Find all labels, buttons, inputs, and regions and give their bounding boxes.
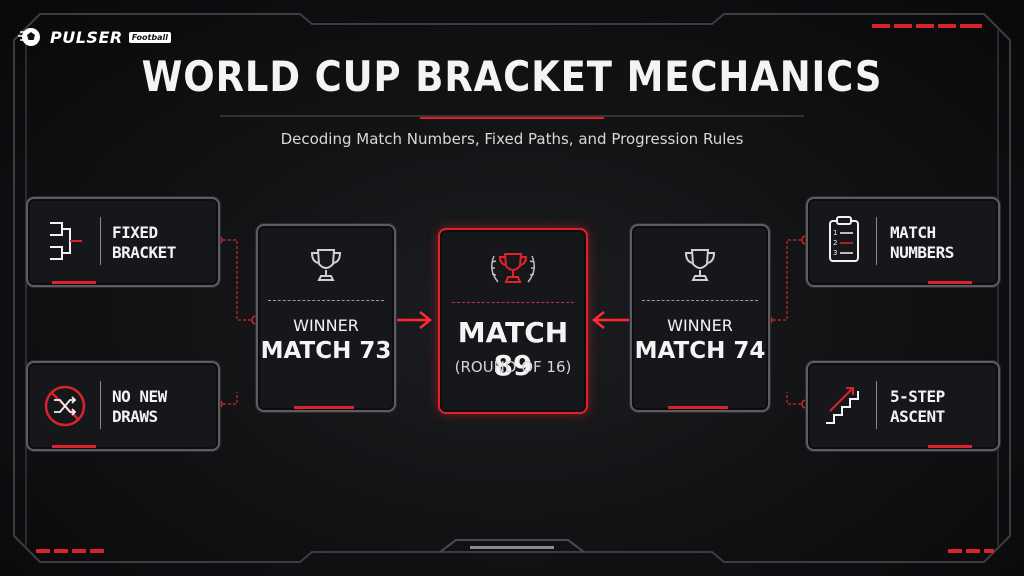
trophy-icon [684,249,716,281]
card-accent [52,281,96,284]
card-winner-match-73: WINNER MATCH 73 [256,224,396,412]
page-subtitle: Decoding Match Numbers, Fixed Paths, and… [280,130,744,148]
bracket-icon [50,222,82,260]
svg-text:1: 1 [833,229,837,237]
card-accent [928,445,972,448]
winner-label: WINNER [667,316,733,335]
svg-text:3: 3 [833,249,837,257]
no-shuffle-icon [44,385,86,427]
trophy-laurel-icon [491,253,535,283]
trophy-icon [310,249,342,281]
card-divider [876,381,877,429]
brand-name: PULSER [50,27,123,47]
card-divider [876,217,877,265]
winner-label: WINNER [293,316,359,335]
stairs-up-icon [826,387,859,424]
divider-dotted [642,300,758,301]
page-title: WORLD CUP BRACKET MECHANICS [141,52,883,101]
center-round: (ROUND OF 16) [454,358,572,376]
divider-dotted [268,300,384,301]
card-accent [668,406,728,409]
svg-text:2: 2 [833,239,837,247]
card-divider [100,217,101,265]
brand-logo: PULSER Football [18,25,171,49]
winner-match: MATCH 74 [634,338,766,364]
card-accent [294,406,354,409]
clipboard-list-icon: 1 2 3 [829,216,859,262]
card-accent [52,445,96,448]
card-divider [100,381,101,429]
card-match-89: MATCH 89 (ROUND OF 16) [438,228,588,414]
card-winner-match-74: WINNER MATCH 74 [630,224,770,412]
brand-badge: Football [128,31,171,43]
winner-match: MATCH 73 [260,338,392,364]
divider-dotted [452,302,574,303]
card-accent [928,281,972,284]
center-match: MATCH 89 [457,316,569,382]
football-icon [18,28,40,46]
